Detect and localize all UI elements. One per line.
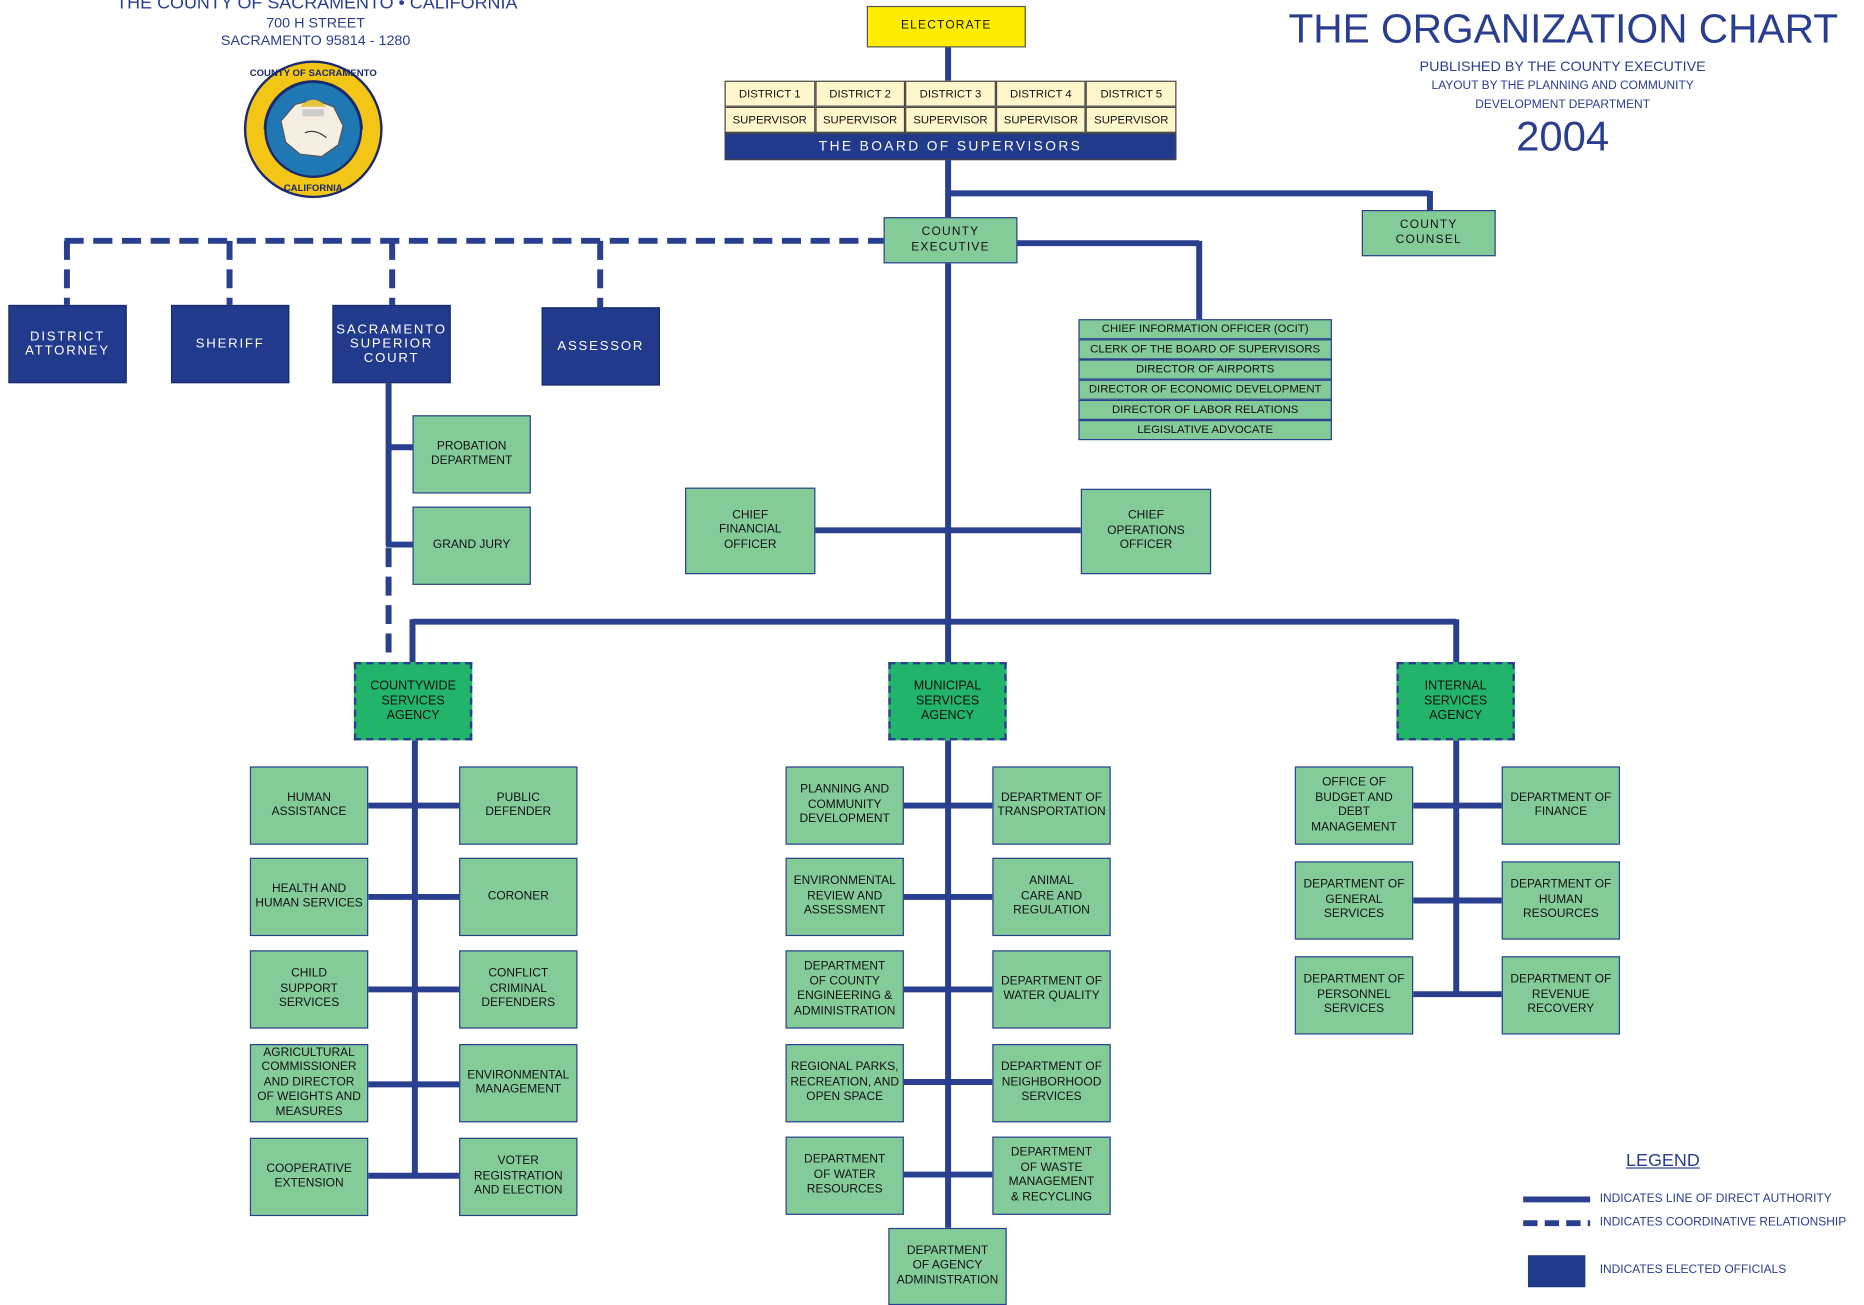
- county-counsel-box: COUNTY COUNSEL: [1361, 209, 1496, 257]
- supervisor-cell: SUPERVISOR: [724, 106, 815, 133]
- department-box: AGRICULTURAL COMMISSIONER AND DIRECTOR O…: [249, 1044, 369, 1123]
- executive-office-item: DIRECTOR OF ECONOMIC DEVELOPMENT: [1078, 379, 1332, 400]
- sheriff-box: SHERIFF: [170, 304, 290, 384]
- grand-jury-box: GRAND JURY: [412, 506, 531, 585]
- executive-office-item: LEGISLATIVE ADVOCATE: [1078, 419, 1332, 441]
- legend-solid-label: INDICATES LINE OF DIRECT AUTHORITY: [1599, 1192, 1832, 1206]
- dashed-connectors: [63, 237, 884, 660]
- chief-financial-officer-box: CHIEF FINANCIAL OFFICER: [685, 487, 816, 575]
- department-box: DEPARTMENT OF GENERAL SERVICES: [1294, 861, 1414, 940]
- supervisor-cell: SUPERVISOR: [995, 106, 1087, 133]
- legend-elected-swatch: [1527, 1255, 1586, 1288]
- legend-line-samples: [1523, 1196, 1591, 1227]
- solid-connectors: [368, 47, 1502, 1228]
- department-box: DEPARTMENT OF REVENUE RECOVERY: [1501, 956, 1621, 1035]
- svg-text:COUNTY OF SACRAMENTO: COUNTY OF SACRAMENTO: [250, 68, 377, 79]
- supervisor-cell: SUPERVISOR: [814, 106, 906, 133]
- district-cell: DISTRICT 5: [1086, 80, 1177, 107]
- department-box: HEALTH AND HUMAN SERVICES: [249, 857, 369, 937]
- department-box: DEPARTMENT OF PERSONNEL SERVICES: [1294, 956, 1414, 1035]
- district-cell: DISTRICT 2: [814, 80, 906, 107]
- department-box: DEPARTMENT OF HUMAN RESOURCES: [1501, 861, 1621, 940]
- legend-title: LEGEND: [1626, 1150, 1700, 1171]
- executive-office-item: CHIEF INFORMATION OFFICER (OCIT): [1078, 319, 1332, 340]
- county-seal-logo: COUNTY OF SACRAMENTO CALIFORNIA: [243, 60, 383, 199]
- department-box: DEPARTMENT OF FINANCE: [1501, 766, 1621, 845]
- department-box: REGIONAL PARKS, RECREATION, AND OPEN SPA…: [785, 1044, 904, 1123]
- chart-title: THE ORGANIZATION CHART: [1288, 7, 1839, 53]
- chief-operations-officer-box: CHIEF OPERATIONS OFFICER: [1080, 488, 1212, 575]
- municipal-services-agency-box: MUNICIPAL SERVICES AGENCY: [888, 662, 1007, 741]
- county-name: THE COUNTY OF SACRAMENTO • CALIFORNIA: [116, 0, 518, 14]
- agency-administration-box: DEPARTMENT OF AGENCY ADMINISTRATION: [888, 1227, 1007, 1305]
- department-box: ANIMAL CARE AND REGULATION: [992, 857, 1111, 937]
- published-by: PUBLISHED BY THE COUNTY EXECUTIVE: [1419, 58, 1706, 75]
- chart-year: 2004: [1516, 113, 1610, 161]
- department-box: DEPARTMENT OF WASTE MANAGEMENT & RECYCLI…: [992, 1136, 1111, 1215]
- internal-services-agency-box: INTERNAL SERVICES AGENCY: [1396, 662, 1515, 741]
- department-box: DEPARTMENT OF WATER RESOURCES: [785, 1136, 904, 1215]
- supervisor-cell: SUPERVISOR: [1086, 106, 1177, 133]
- district-cell: DISTRICT 3: [905, 80, 996, 107]
- layout-by-line2: DEVELOPMENT DEPARTMENT: [1475, 98, 1651, 112]
- department-box: VOTER REGISTRATION AND ELECTION: [459, 1137, 578, 1217]
- department-box: HUMAN ASSISTANCE: [249, 766, 369, 845]
- assessor-box: ASSESSOR: [541, 307, 660, 386]
- street-address: 700 H STREET: [266, 14, 366, 31]
- executive-office-item: DIRECTOR OF AIRPORTS: [1078, 359, 1332, 380]
- executive-office-item: CLERK OF THE BOARD OF SUPERVISORS: [1078, 339, 1332, 360]
- legend-dashed-label: INDICATES COORDINATIVE RELATIONSHIP: [1599, 1216, 1847, 1230]
- superior-court-box: SACRAMENTO SUPERIOR COURT: [332, 304, 451, 384]
- department-box: DEPARTMENT OF TRANSPORTATION: [992, 766, 1111, 845]
- board-title: THE BOARD OF SUPERVISORS: [724, 132, 1177, 161]
- district-cell: DISTRICT 1: [724, 80, 815, 107]
- department-box: CHILD SUPPORT SERVICES: [249, 950, 369, 1029]
- countywide-services-agency-box: COUNTYWIDE SERVICES AGENCY: [353, 662, 473, 741]
- department-box: CORONER: [459, 857, 578, 937]
- department-box: DEPARTMENT OF COUNTY ENGINEERING & ADMIN…: [785, 950, 904, 1029]
- electorate-box: ELECTORATE: [866, 5, 1026, 48]
- layout-by-line1: LAYOUT BY THE PLANNING AND COMMUNITY: [1431, 79, 1694, 93]
- department-box: DEPARTMENT OF WATER QUALITY: [992, 950, 1111, 1029]
- department-box: PLANNING AND COMMUNITY DEVELOPMENT: [785, 766, 904, 845]
- city-address: SACRAMENTO 95814 - 1280: [220, 32, 411, 49]
- department-box: OFFICE OF BUDGET AND DEBT MANAGEMENT: [1294, 766, 1414, 845]
- supervisor-cell: SUPERVISOR: [905, 106, 996, 133]
- department-box: CONFLICT CRIMINAL DEFENDERS: [459, 950, 578, 1029]
- department-box: ENVIRONMENTAL MANAGEMENT: [459, 1044, 578, 1123]
- executive-office-item: DIRECTOR OF LABOR RELATIONS: [1078, 399, 1332, 420]
- department-box: ENVIRONMENTAL REVIEW AND ASSESSMENT: [785, 857, 904, 937]
- department-box: DEPARTMENT OF NEIGHBORHOOD SERVICES: [992, 1044, 1111, 1123]
- legend-elected-label: INDICATES ELECTED OFFICIALS: [1599, 1263, 1787, 1277]
- probation-department-box: PROBATION DEPARTMENT: [412, 415, 531, 494]
- department-box: PUBLIC DEFENDER: [459, 766, 578, 845]
- county-executive-box: COUNTY EXECUTIVE: [883, 217, 1018, 264]
- svg-text:CALIFORNIA: CALIFORNIA: [284, 183, 343, 194]
- district-cell: DISTRICT 4: [995, 80, 1087, 107]
- district-attorney-box: DISTRICT ATTORNEY: [8, 304, 127, 384]
- department-box: COOPERATIVE EXTENSION: [249, 1137, 369, 1217]
